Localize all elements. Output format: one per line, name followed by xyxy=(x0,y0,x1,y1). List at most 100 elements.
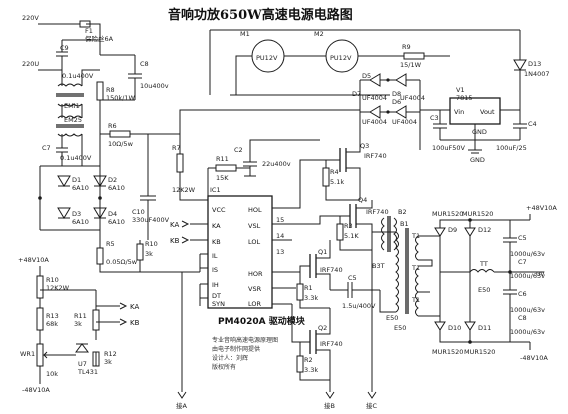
diode-d11 xyxy=(464,321,476,331)
power-stage: Q3 IRF740 R4 5.1k Q4 IRF740 R3 5.1K Q1 I… xyxy=(176,142,389,410)
pin-il: IL xyxy=(212,252,218,260)
d4-label: D4 xyxy=(108,210,117,218)
r10b-label: R10 xyxy=(46,276,59,284)
wr1-wiper xyxy=(42,351,50,359)
mur-label-2: MUR1520 xyxy=(462,210,493,218)
label-220v-top: 220V xyxy=(22,14,39,22)
r11b-label: R11 xyxy=(74,312,87,320)
b3t-label: B3T xyxy=(372,262,385,270)
c5-label: C5 xyxy=(348,274,357,282)
u7-label: U7 xyxy=(78,360,87,368)
e50r-label: E50 xyxy=(478,286,490,294)
note-line-2: 由电子制作网提供 xyxy=(212,345,260,353)
design-note: 专业音响高速电源原理图 由电子制作网提供 设计人：刘辉 版权所有 xyxy=(212,336,278,371)
q2-label: Q2 xyxy=(318,324,327,332)
d5-label: D5 xyxy=(362,72,371,80)
output-capacitors-c5-c6 xyxy=(503,220,517,342)
r12-label: R12 xyxy=(104,350,117,358)
ground-arrows xyxy=(177,391,377,399)
c4-value: 100uF/25 xyxy=(496,144,527,152)
mosfet-q3-gate xyxy=(339,148,347,172)
r11-label: R11 xyxy=(216,155,229,163)
r7-to-vcc-wire xyxy=(179,172,208,201)
d7-label: D7 xyxy=(352,90,361,98)
d8-value: UF4004 xyxy=(392,118,417,126)
junction xyxy=(98,196,102,200)
fan-regulator-section: M1 PU12V M2 PU12V R9 15/1W D13 1N4007 D5… xyxy=(209,29,550,164)
diode-d6 xyxy=(395,73,407,87)
hv-up-wire xyxy=(179,109,361,145)
diode-d13 xyxy=(513,59,527,118)
pin-dt: DT xyxy=(212,292,221,300)
d13-label: D13 xyxy=(528,60,541,68)
out-a-label: 接A xyxy=(176,401,188,410)
emi1-core xyxy=(56,93,84,97)
pin-vcc: VCC xyxy=(212,206,226,214)
gnd-symbol xyxy=(468,149,482,154)
output-terminal-wires xyxy=(529,214,544,350)
v48-left-label: +48V10A xyxy=(18,256,49,264)
c3-label: C3 xyxy=(430,114,439,122)
resistor-r7 xyxy=(176,153,184,173)
emi2-label: EM25 xyxy=(64,116,82,124)
capacitor-c3 xyxy=(433,110,447,140)
vout-pin: Vout xyxy=(480,108,495,116)
diagram-title: 音响功放650W高速电源电路图 xyxy=(168,7,353,23)
b1-secondary-wires xyxy=(418,235,440,317)
q4-value: IRF740 xyxy=(366,208,389,216)
m2-label: M2 xyxy=(314,30,324,38)
r5-wire-bottom xyxy=(99,264,200,273)
vin-pin: Vin xyxy=(454,108,464,116)
diode-d10 xyxy=(434,321,446,331)
c2-top-wire xyxy=(249,139,320,150)
c6r-label: C6 xyxy=(518,290,527,298)
wr1-value: 10k xyxy=(46,370,58,378)
fan-wires xyxy=(235,55,400,95)
emi-link-wires xyxy=(61,104,83,118)
t1-label-a: T1 xyxy=(411,232,420,240)
r5-label: R5 xyxy=(106,240,115,248)
kb-label-ic: KB xyxy=(170,237,180,245)
b1-primary-coil xyxy=(395,231,399,313)
c7r-value: 1000u/63v xyxy=(510,272,545,280)
q1-gate-wire xyxy=(299,265,310,272)
c2-label: C2 xyxy=(234,146,243,154)
resistor-r5 xyxy=(96,247,104,265)
output-rectifier-section: MUR1520 MUR1520 MUR1520 MUR1520 D9 D12 D… xyxy=(432,204,557,362)
r13-value: 68k xyxy=(46,320,58,328)
tl431-wires xyxy=(40,289,97,366)
r2-value: 3.3k xyxy=(304,366,318,374)
pin-number-14: 14 xyxy=(276,232,284,240)
b2-secondary-coil xyxy=(393,217,397,251)
t1-label-b: T1 xyxy=(411,264,420,272)
mur-label-3: MUR1520 xyxy=(432,348,463,356)
transformer-section: B2 B3T E50 B1 T1 T1 T1 E50 xyxy=(359,145,440,332)
emi1-wires xyxy=(61,69,100,86)
ground-drop-wires xyxy=(181,250,373,392)
pm4020a-module: IC1 VCC KA KB IL IS IH DT SYN HOL VSL LO… xyxy=(170,159,340,327)
ka-label-ic: KA xyxy=(170,221,179,229)
d9-label: D9 xyxy=(448,226,457,234)
diode-d7 xyxy=(369,105,381,119)
c5r-value: 1000u/63v xyxy=(510,250,545,258)
r9-label: R9 xyxy=(402,43,411,51)
v1-value: 7815 xyxy=(456,94,473,102)
capacitor-c5 xyxy=(330,282,380,298)
mur-label-1: MUR1520 xyxy=(432,210,463,218)
m1-label: M1 xyxy=(240,30,250,38)
t1-label-c: T1 xyxy=(411,296,420,304)
r3-label: R3 xyxy=(344,222,353,230)
r9-value: 15/1W xyxy=(400,61,422,69)
resistor-r10-left xyxy=(36,275,44,299)
r7-value: 12K2W xyxy=(172,186,196,194)
b1-label: B1 xyxy=(400,220,409,228)
pin-hol: HOL xyxy=(248,206,262,214)
q4-gate-wire xyxy=(296,215,350,225)
mur-label-4: MUR1520 xyxy=(464,348,495,356)
mosfet-q2-legs xyxy=(316,308,331,380)
junction xyxy=(468,218,472,222)
q2-value: IRF740 xyxy=(320,340,343,348)
r8-value: 150k/1W xyxy=(106,94,135,102)
v48-right-bottom-label: -48V10A xyxy=(520,354,548,362)
